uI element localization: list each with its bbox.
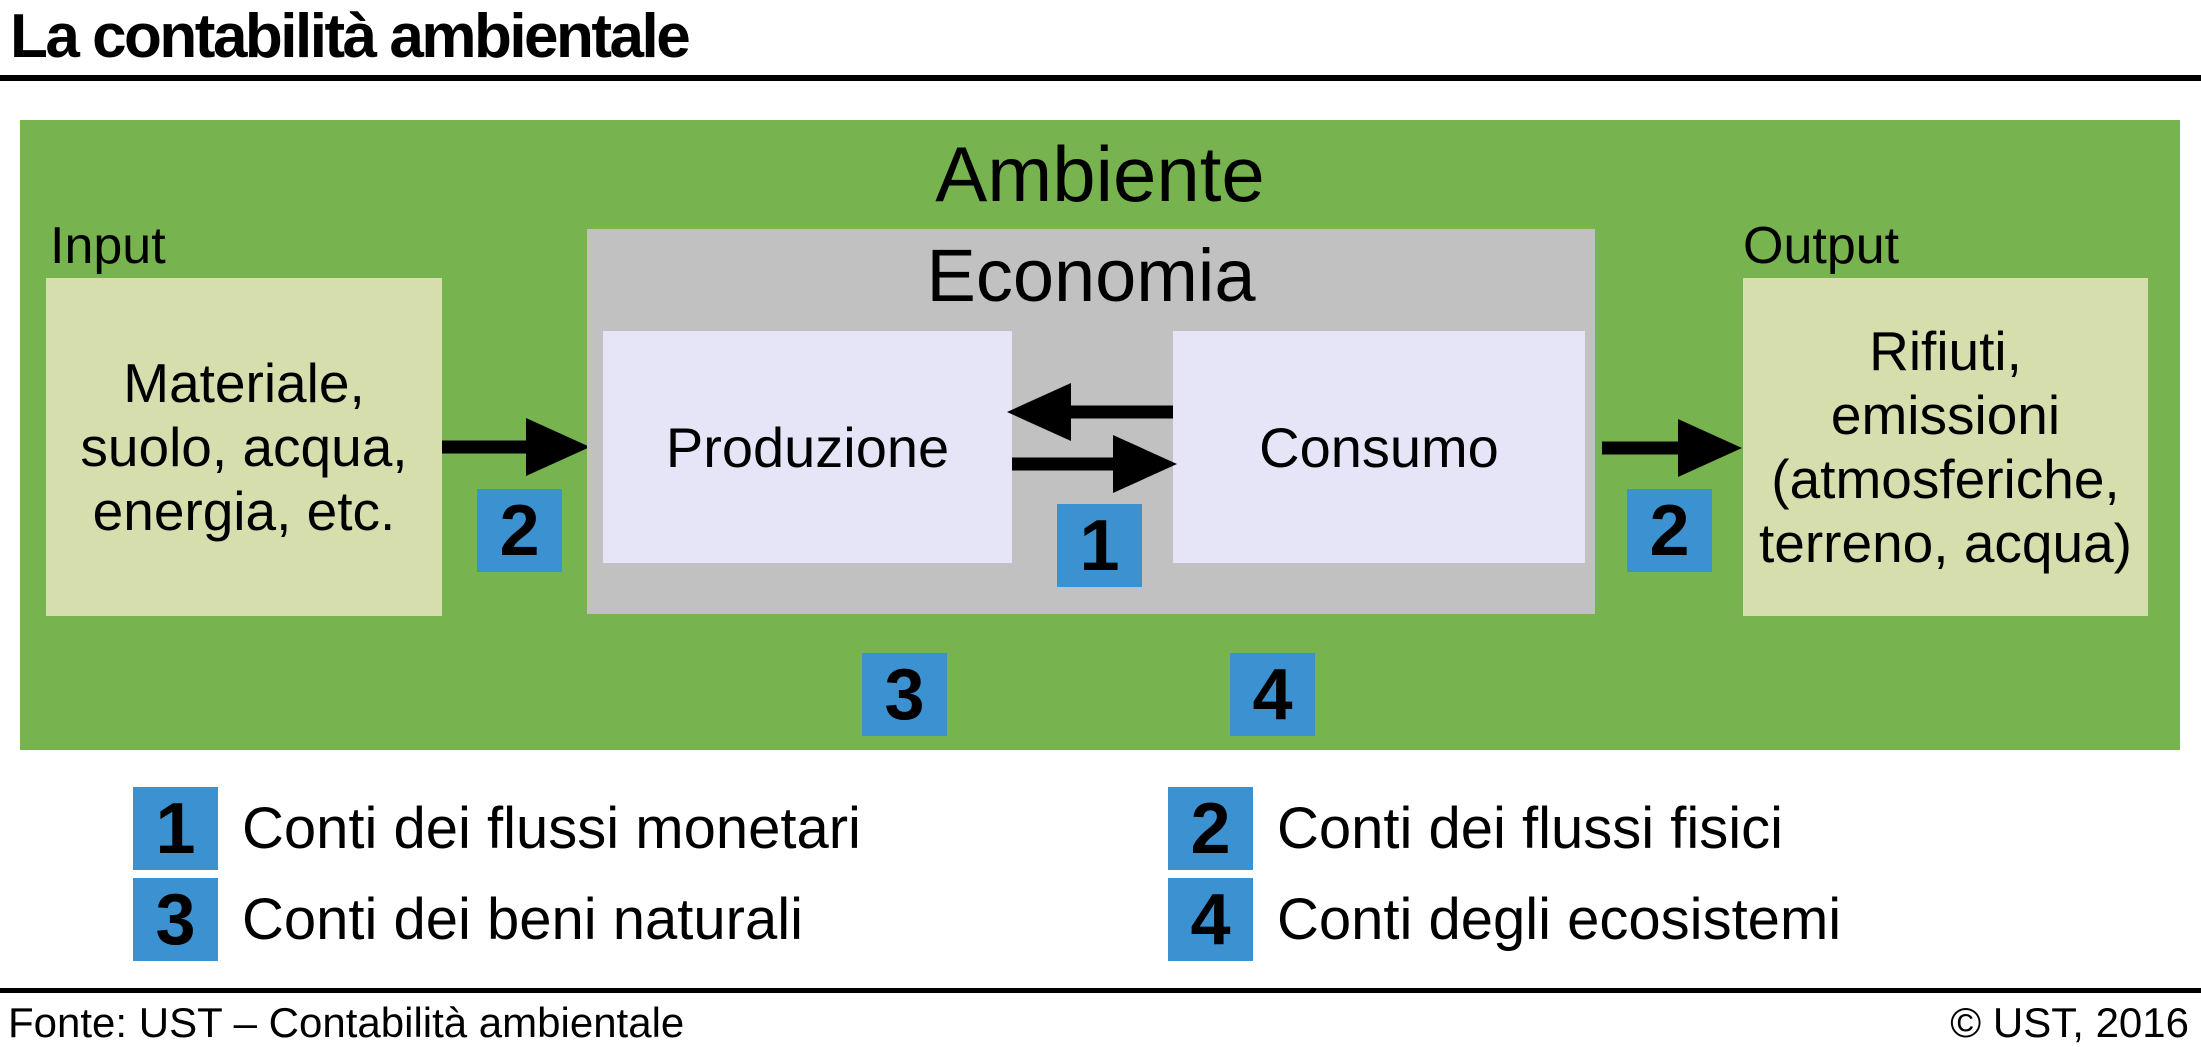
arrow-shaft bbox=[1602, 441, 1686, 455]
input-text-line: Materiale, bbox=[123, 352, 365, 414]
output-text-line: (atmosferiche, bbox=[1771, 448, 2120, 510]
legend-badge-1: 1 bbox=[133, 787, 218, 870]
input-text-line: energia, etc. bbox=[92, 480, 396, 542]
input-text-line: suolo, acqua, bbox=[80, 416, 408, 478]
consumption-to-production-arrow-icon bbox=[1007, 383, 1173, 441]
legend-badge-4: 4 bbox=[1168, 878, 1253, 961]
arrow-shaft bbox=[442, 440, 534, 454]
arrow-head bbox=[1007, 383, 1071, 441]
legend-badge-3: 3 bbox=[133, 878, 218, 961]
badge-monetary-flows: 1 bbox=[1057, 504, 1142, 587]
input-arrow-icon bbox=[442, 418, 590, 476]
production-to-consumption-arrow-icon bbox=[1012, 434, 1177, 493]
legend-label-4: Conti degli ecosistemi bbox=[1277, 887, 1842, 952]
consumption-box: Consumo bbox=[1173, 331, 1585, 563]
economy-box: Economia Produzione Consumo 1 bbox=[587, 229, 1595, 614]
footer-copyright: © UST, 2016 bbox=[1950, 999, 2189, 1046]
arrow-shaft bbox=[1012, 457, 1121, 470]
production-label: Produzione bbox=[665, 415, 950, 479]
arrow-head bbox=[1113, 434, 1177, 493]
arrow-head bbox=[526, 418, 590, 476]
output-text-line: terreno, acqua) bbox=[1759, 512, 2132, 574]
arrow-shaft bbox=[1063, 405, 1173, 419]
legend-label-3: Conti dei beni naturali bbox=[242, 887, 804, 952]
badge-ecosystems: 4 bbox=[1230, 653, 1315, 736]
badge-physical-flows-left: 2 bbox=[477, 489, 562, 572]
badge-physical-flows-right: 2 bbox=[1627, 489, 1712, 572]
output-text-line: Rifiuti, bbox=[1869, 320, 2022, 382]
economy-label: Economia bbox=[926, 234, 1256, 317]
legend-badge-2: 2 bbox=[1168, 787, 1253, 870]
legend-label-2: Conti dei flussi fisici bbox=[1277, 796, 1784, 861]
input-label: Input bbox=[50, 217, 166, 275]
output-label: Output bbox=[1743, 217, 1900, 275]
footer-source: Fonte: UST – Contabilità ambientale bbox=[8, 999, 685, 1046]
output-arrow-icon bbox=[1602, 419, 1742, 477]
output-box: Rifiuti, emissioni (atmosferiche, terren… bbox=[1743, 278, 2148, 616]
consumption-label: Consumo bbox=[1259, 415, 1499, 479]
production-box: Produzione bbox=[603, 331, 1012, 563]
footer-divider bbox=[0, 988, 2201, 993]
title-divider bbox=[0, 75, 2201, 81]
environment-box: Ambiente Input Materiale, suolo, acqua, … bbox=[20, 120, 2180, 750]
arrow-head bbox=[1678, 419, 1742, 477]
output-text-line: emissioni bbox=[1830, 384, 2061, 446]
legend-label-1: Conti dei flussi monetari bbox=[242, 796, 861, 861]
environment-label: Ambiente bbox=[935, 130, 1265, 218]
page-title: La contabilità ambientale bbox=[10, 2, 691, 71]
badge-natural-assets: 3 bbox=[862, 653, 947, 736]
input-box: Materiale, suolo, acqua, energia, etc. bbox=[46, 278, 442, 616]
